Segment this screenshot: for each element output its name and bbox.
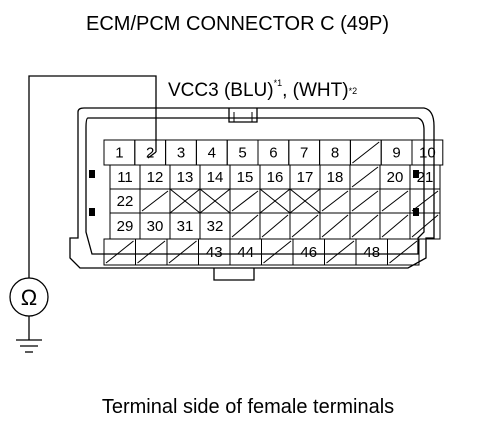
blank-cavity <box>135 238 168 266</box>
blank-cavity <box>349 164 381 190</box>
terminal-4: 4 <box>195 139 228 166</box>
terminal-8: 8 <box>319 139 351 166</box>
terminal-number: 13 <box>177 169 194 186</box>
ohm-symbol: Ω <box>21 285 37 310</box>
terminal-30: 30 <box>139 212 171 240</box>
terminal-number: 44 <box>237 244 254 261</box>
connector-housing <box>69 107 435 281</box>
terminal-number: 43 <box>206 244 223 261</box>
crossed-cavity <box>289 188 321 214</box>
test-wire-to-pin <box>147 151 157 159</box>
blank-cavity <box>259 212 291 240</box>
terminal-number: 18 <box>327 169 344 186</box>
blank-cavity <box>289 212 321 240</box>
terminal-number: 1 <box>115 145 123 162</box>
terminal-number: 20 <box>387 169 404 186</box>
terminal-11: 11 <box>109 164 141 190</box>
crossed-cavity <box>199 188 231 214</box>
terminal-number: 3 <box>177 145 185 162</box>
terminal-17: 17 <box>289 164 321 190</box>
terminal-number: 29 <box>117 218 134 235</box>
terminal-number: 22 <box>117 193 134 210</box>
blank-cavity <box>139 188 171 214</box>
terminal-number: 12 <box>147 169 164 186</box>
terminal-1: 1 <box>103 139 136 166</box>
terminal-15: 15 <box>229 164 261 190</box>
blank-cavity <box>319 212 351 240</box>
terminal-number: 5 <box>238 145 246 162</box>
terminal-number: 32 <box>207 218 224 235</box>
terminal-13: 13 <box>169 164 201 190</box>
blank-cavity <box>261 238 294 266</box>
terminal-number: 2 <box>146 145 154 162</box>
wire-label-alt: , (WHT) <box>282 80 348 101</box>
blank-cavity <box>409 188 441 214</box>
blank-cavity <box>319 188 351 214</box>
terminal-number: 9 <box>392 145 400 162</box>
terminal-number: 11 <box>117 169 133 186</box>
terminal-22: 22 <box>109 188 141 214</box>
caption: Terminal side of female terminals <box>102 396 394 418</box>
terminal-number: 15 <box>237 169 254 186</box>
terminal-12: 12 <box>139 164 171 190</box>
terminal-2: 2 <box>134 139 167 166</box>
terminal-44: 44 <box>229 238 262 266</box>
terminal-number: 16 <box>267 169 284 186</box>
terminal-number: 4 <box>208 145 216 162</box>
terminal-48: 48 <box>355 238 388 266</box>
blank-cavity <box>324 238 357 266</box>
blank-cavity <box>349 139 382 166</box>
terminal-number: 14 <box>207 169 224 186</box>
blank-cavity <box>349 188 381 214</box>
terminal-20: 20 <box>379 164 411 190</box>
wire-note-1: *1 <box>274 78 283 88</box>
crossed-cavity <box>259 188 291 214</box>
wire-note-2: *2 <box>349 86 358 96</box>
terminal-31: 31 <box>169 212 201 240</box>
ground-icon <box>16 316 42 353</box>
wire-label: VCC3 (BLU)*1, (WHT)*2 <box>168 78 357 101</box>
blank-cavity <box>229 188 261 214</box>
terminal-16: 16 <box>259 164 291 190</box>
terminal-3: 3 <box>165 139 197 166</box>
terminal-43: 43 <box>198 238 231 266</box>
terminal-7: 7 <box>288 139 321 166</box>
blank-cavity <box>379 212 411 240</box>
terminal-6: 6 <box>257 139 290 166</box>
terminal-5: 5 <box>226 139 259 166</box>
crossed-cavity <box>169 188 201 214</box>
terminal-number: 46 <box>300 244 317 261</box>
terminal-number: 30 <box>147 218 164 235</box>
terminal-14: 14 <box>199 164 231 190</box>
terminal-10: 10 <box>411 139 444 166</box>
blank-cavity <box>103 238 136 266</box>
terminal-number: 48 <box>363 244 380 261</box>
wire-label-main: VCC3 (BLU) <box>168 80 274 101</box>
blank-cavity <box>379 188 411 214</box>
terminal-number: 10 <box>419 145 436 162</box>
terminal-number: 31 <box>177 218 194 235</box>
terminal-9: 9 <box>380 139 413 166</box>
blank-cavity <box>229 212 261 240</box>
terminal-number: 21 <box>417 169 434 186</box>
blank-cavity <box>387 238 420 266</box>
blank-cavity <box>409 212 441 240</box>
blank-cavity <box>166 238 199 266</box>
terminal-number: 8 <box>331 145 339 162</box>
terminal-32: 32 <box>199 212 231 240</box>
test-wire <box>28 75 157 278</box>
terminal-number: 17 <box>297 169 314 186</box>
terminal-18: 18 <box>319 164 351 190</box>
terminal-number: 6 <box>269 145 277 162</box>
diagram-title: ECM/PCM CONNECTOR C (49P) <box>86 13 389 35</box>
terminal-number: 7 <box>300 145 308 162</box>
terminal-29: 29 <box>109 212 141 240</box>
terminal-46: 46 <box>292 238 325 266</box>
blank-cavity <box>349 212 381 240</box>
